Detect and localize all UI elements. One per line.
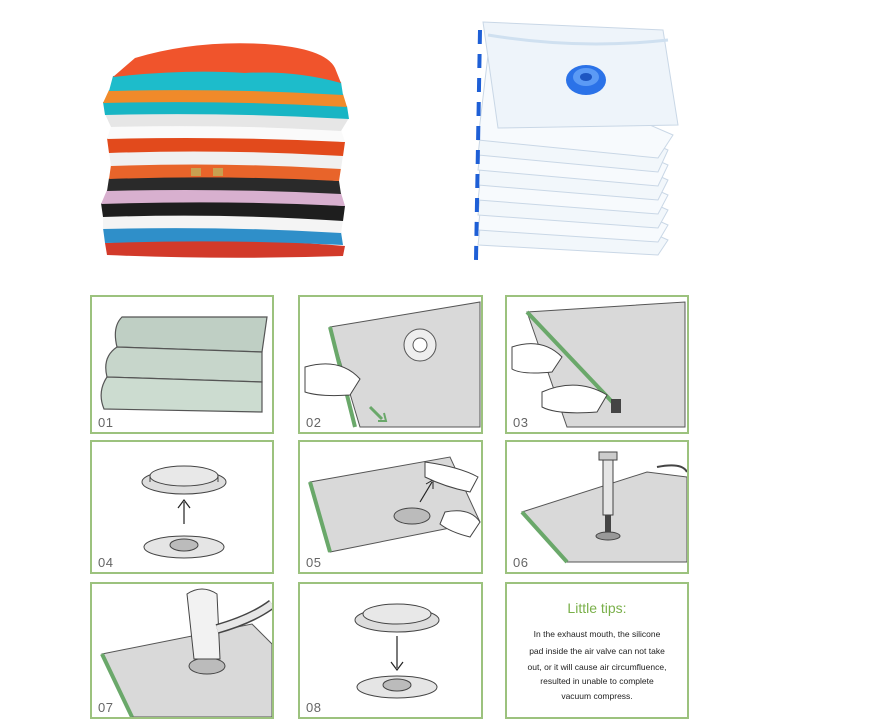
step-panel-06: 06 bbox=[505, 440, 689, 574]
step-panel-02: 02 bbox=[298, 295, 483, 434]
tips-line: vacuum compress. bbox=[561, 691, 633, 701]
tips-line: pad inside the air valve can not take bbox=[529, 646, 665, 656]
tips-panel: Little tips: In the exhaust mouth, the s… bbox=[505, 582, 689, 719]
step-number: 05 bbox=[306, 555, 322, 570]
step-panel-08: 08 bbox=[298, 582, 483, 719]
tips-line: In the exhaust mouth, the silicone bbox=[533, 629, 661, 639]
step-number: 07 bbox=[98, 700, 114, 715]
tips-line: out, or it will cause air circumfluence, bbox=[527, 662, 667, 672]
step-panel-04: 04 bbox=[90, 440, 274, 574]
tips-title: Little tips: bbox=[567, 600, 627, 616]
step-number: 08 bbox=[306, 700, 322, 715]
step-number: 04 bbox=[98, 555, 114, 570]
step-number: 03 bbox=[513, 415, 529, 430]
step-number: 02 bbox=[306, 415, 322, 430]
step-panel-05: 05 bbox=[298, 440, 483, 574]
step-panel-03: 03 bbox=[505, 295, 689, 434]
step-number: 06 bbox=[513, 555, 529, 570]
vacuum-bags-photo bbox=[468, 10, 683, 280]
step-panel-07: 07 bbox=[90, 582, 274, 719]
step-number: 01 bbox=[98, 415, 114, 430]
tips-line: resulted in unable to complete bbox=[540, 676, 654, 686]
folded-clothes-photo bbox=[95, 38, 360, 260]
step-panel-01: 01 bbox=[90, 295, 274, 434]
